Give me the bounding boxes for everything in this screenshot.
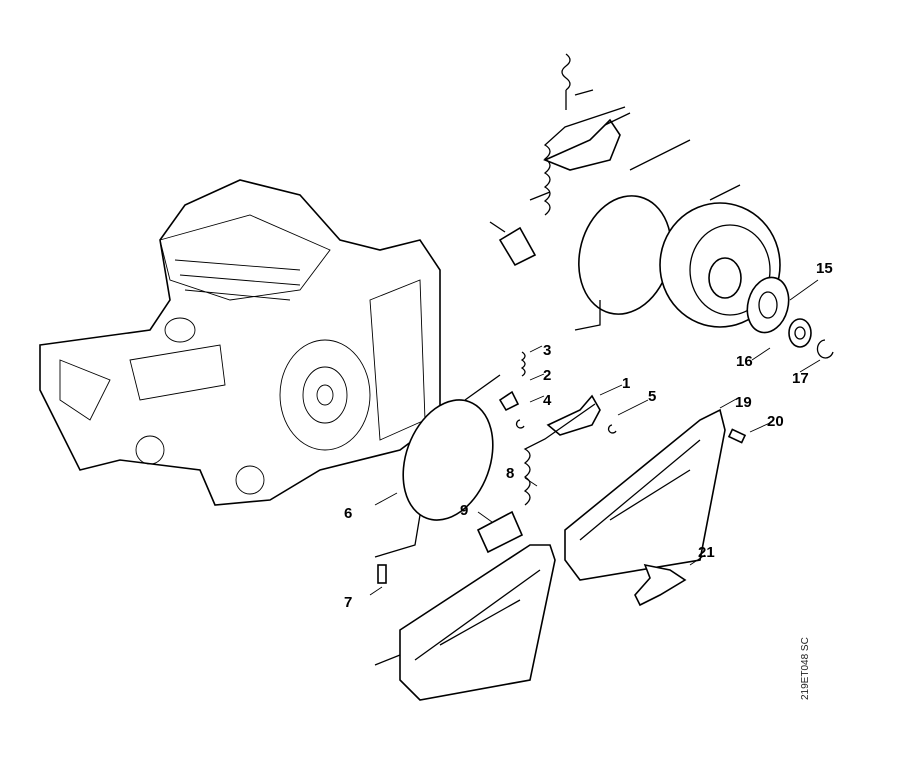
screw-20 — [727, 428, 747, 444]
screw-7 — [377, 564, 387, 584]
upper-lever — [542, 118, 621, 171]
washer-16 — [788, 318, 812, 348]
part-label-9[interactable]: 9 — [460, 502, 469, 519]
part-label-2[interactable]: 2 — [543, 367, 552, 384]
rim-sprocket-15 — [746, 276, 790, 334]
upper-parts-group — [489, 53, 834, 359]
drawing-code: 219ET048 SC — [800, 637, 811, 700]
part-label-1[interactable]: 1 — [622, 375, 631, 392]
part-label-20[interactable]: 20 — [767, 413, 784, 430]
lever-1 — [546, 394, 601, 436]
engine-assembly — [39, 179, 441, 506]
chain-sprocket-cover-lower — [399, 544, 556, 701]
leader-lines — [369, 279, 821, 596]
part-label-19[interactable]: 19 — [735, 394, 752, 411]
part-label-7[interactable]: 7 — [344, 594, 353, 611]
part-label-4[interactable]: 4 — [543, 392, 552, 409]
bracket-2 — [498, 390, 520, 412]
part-label-6[interactable]: 6 — [344, 505, 353, 522]
brake-band-6 — [402, 399, 494, 521]
e-clip-17 — [816, 339, 834, 359]
lower-parts-group — [374, 351, 747, 701]
part-label-8[interactable]: 8 — [506, 465, 515, 482]
spring-3 — [520, 351, 526, 377]
part-label-15[interactable]: 15 — [816, 260, 833, 277]
upper-spring — [561, 53, 571, 110]
sleeve-9 — [476, 510, 524, 554]
part-label-21[interactable]: 21 — [698, 544, 715, 561]
upper-brake-spring — [543, 106, 626, 216]
e-clip-4 — [515, 419, 525, 429]
part-label-5[interactable]: 5 — [648, 388, 657, 405]
e-clip-5 — [607, 424, 617, 434]
part-label-17[interactable]: 17 — [792, 370, 809, 387]
spring-8 — [523, 403, 596, 506]
part-label-16[interactable]: 16 — [736, 353, 753, 370]
part-21 — [634, 563, 687, 607]
upper-sleeve — [498, 226, 537, 267]
part-label-3[interactable]: 3 — [543, 342, 552, 359]
